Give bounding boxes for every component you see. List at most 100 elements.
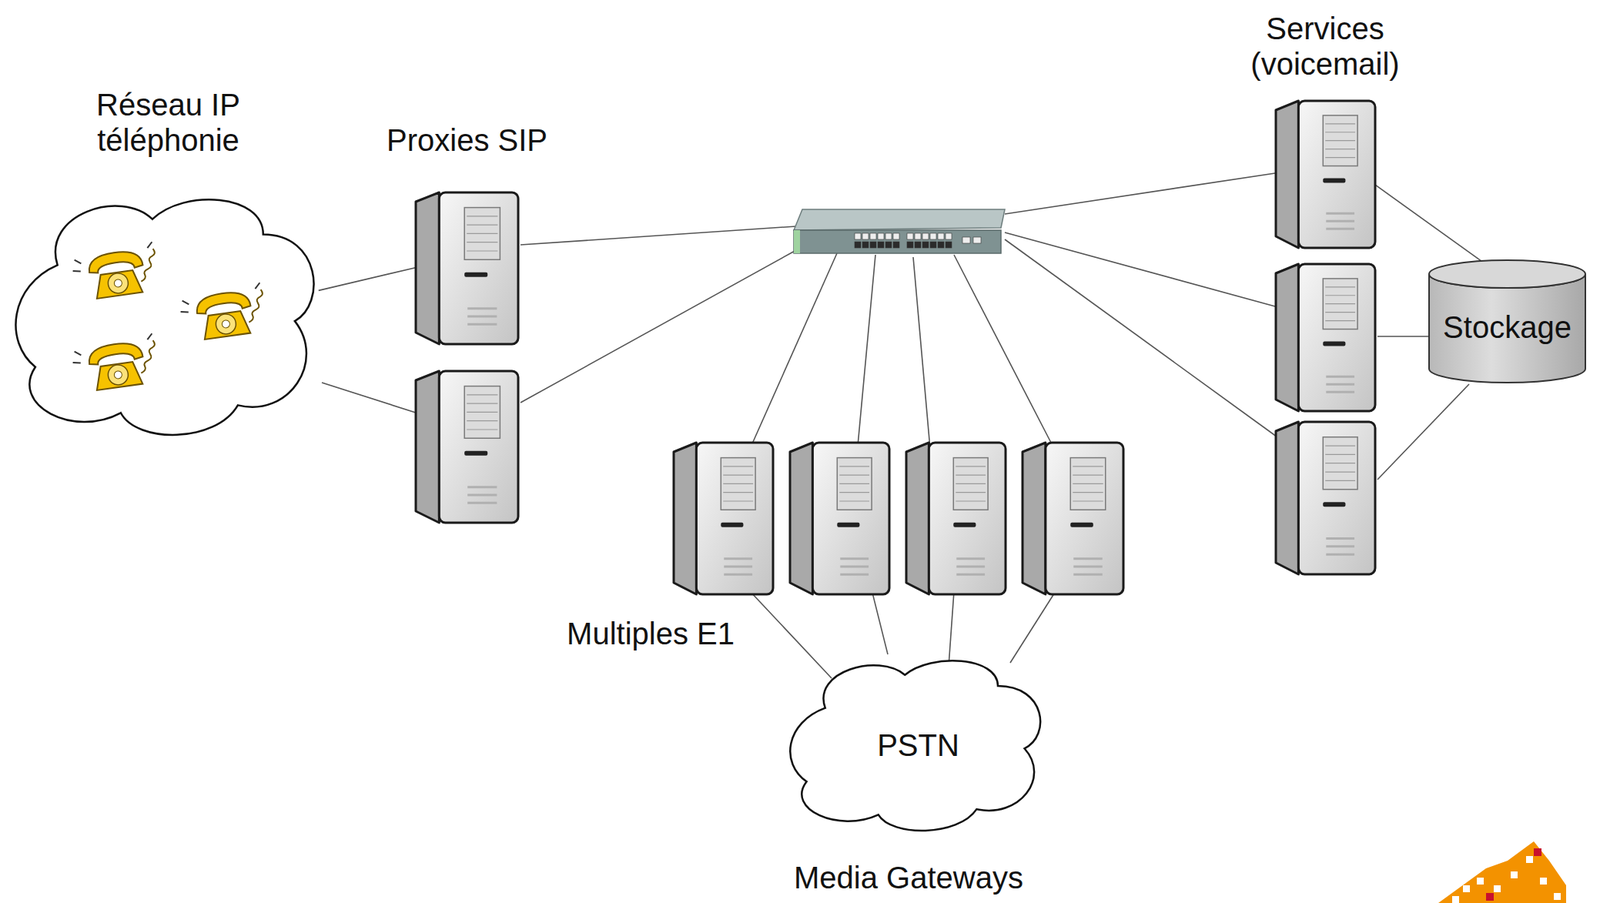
switch-port: [962, 237, 971, 244]
bay-line: [1072, 475, 1104, 476]
drive-bay: [836, 458, 872, 511]
switch-port: [907, 233, 914, 240]
wire: [321, 382, 419, 414]
bay-line: [955, 483, 986, 485]
bay-line: [955, 475, 986, 476]
bay-line: [723, 492, 754, 493]
server-side: [906, 442, 929, 595]
server-vent: [723, 573, 753, 576]
server-vent: [1325, 391, 1355, 394]
bay-line: [1325, 131, 1356, 133]
switch-port: [973, 237, 981, 244]
bay-line: [955, 465, 986, 467]
bay-line: [839, 465, 870, 467]
server-slot: [1322, 177, 1346, 183]
server-side: [1275, 421, 1299, 575]
server-vent: [467, 315, 497, 318]
server-vent: [1073, 565, 1103, 569]
drive-bay: [953, 458, 988, 511]
server-front: [438, 192, 519, 345]
switch-port: [930, 233, 937, 240]
server-front: [1298, 100, 1376, 248]
server-vent: [956, 557, 985, 560]
switch-port: [922, 241, 929, 248]
switch-port: [854, 241, 861, 248]
server-slot: [836, 522, 860, 528]
switch-port: [877, 241, 884, 248]
server-vent: [467, 307, 497, 310]
switch-port: [877, 233, 884, 240]
drive-bay: [1322, 278, 1358, 330]
server-front: [928, 442, 1006, 595]
bay-line: [1325, 311, 1356, 313]
server-icon: [1275, 100, 1376, 248]
switch-port: [862, 233, 869, 240]
switch-port: [937, 233, 944, 240]
wire: [520, 226, 797, 245]
bay-line: [955, 492, 986, 493]
bay-line: [1325, 140, 1356, 141]
server-vent: [1325, 545, 1355, 548]
shape-outline: [1273, 97, 1378, 251]
bay-line: [723, 483, 754, 485]
cloud-outline: [789, 660, 1041, 831]
e1-wire: [1010, 591, 1056, 663]
wire: [953, 254, 1052, 443]
server-node: Services (voicemail): [1228, 10, 1422, 251]
node-shape: [1273, 97, 1378, 251]
switch-port: [854, 233, 861, 240]
server-side: [1022, 442, 1046, 595]
switch-port: [945, 233, 952, 240]
bay-line: [466, 403, 498, 405]
switch-front: [793, 230, 1001, 254]
server-vent: [1325, 383, 1355, 386]
e1-wire: [872, 592, 888, 655]
server-vent: [840, 573, 869, 576]
shape-outline: [10, 188, 327, 444]
server-vent: [840, 565, 869, 569]
bay-line: [466, 411, 498, 413]
wire: [1004, 173, 1276, 215]
bay-line: [1325, 157, 1356, 158]
server-side: [673, 442, 697, 595]
switch-port: [870, 241, 877, 248]
server-vent: [1325, 212, 1355, 215]
bay-line: [466, 233, 498, 235]
wire: [1004, 239, 1280, 439]
logo-pixels: [1452, 856, 1561, 903]
storage-cylinder: Stockage: [1428, 260, 1587, 383]
node-shape: [413, 188, 521, 347]
wire: [856, 254, 876, 455]
server-icon: [415, 371, 519, 523]
logo: [1438, 841, 1567, 903]
server-front: [1045, 442, 1124, 595]
bay-line: [1325, 294, 1356, 296]
server-side: [415, 192, 439, 345]
switch-port: [937, 241, 944, 248]
server-vent: [1325, 227, 1355, 231]
drive-bay: [1322, 115, 1358, 167]
phone-icon: [70, 333, 160, 394]
server-front: [438, 371, 519, 523]
wire: [1377, 384, 1470, 480]
drive-bay: [1322, 437, 1358, 490]
network-link: [318, 267, 417, 292]
node-label: Proxies SIP: [386, 122, 548, 158]
server-vent: [1325, 220, 1355, 223]
cylinder-top: [1429, 260, 1586, 288]
node-label: PSTN: [876, 727, 960, 764]
bay-line: [1072, 483, 1104, 485]
phone-icon: [177, 282, 268, 343]
phone-icon: [70, 241, 160, 302]
server-vent: [1325, 537, 1355, 540]
bay-line: [1325, 123, 1356, 124]
bay-line: [1072, 465, 1104, 467]
server-icon: [1275, 421, 1376, 575]
switch-port: [914, 241, 921, 248]
server-slot: [1070, 522, 1094, 528]
wire: [520, 250, 797, 403]
server-icon: [789, 442, 890, 595]
switch-port: [922, 233, 929, 240]
server-slot: [953, 522, 976, 528]
server-side: [789, 442, 813, 595]
